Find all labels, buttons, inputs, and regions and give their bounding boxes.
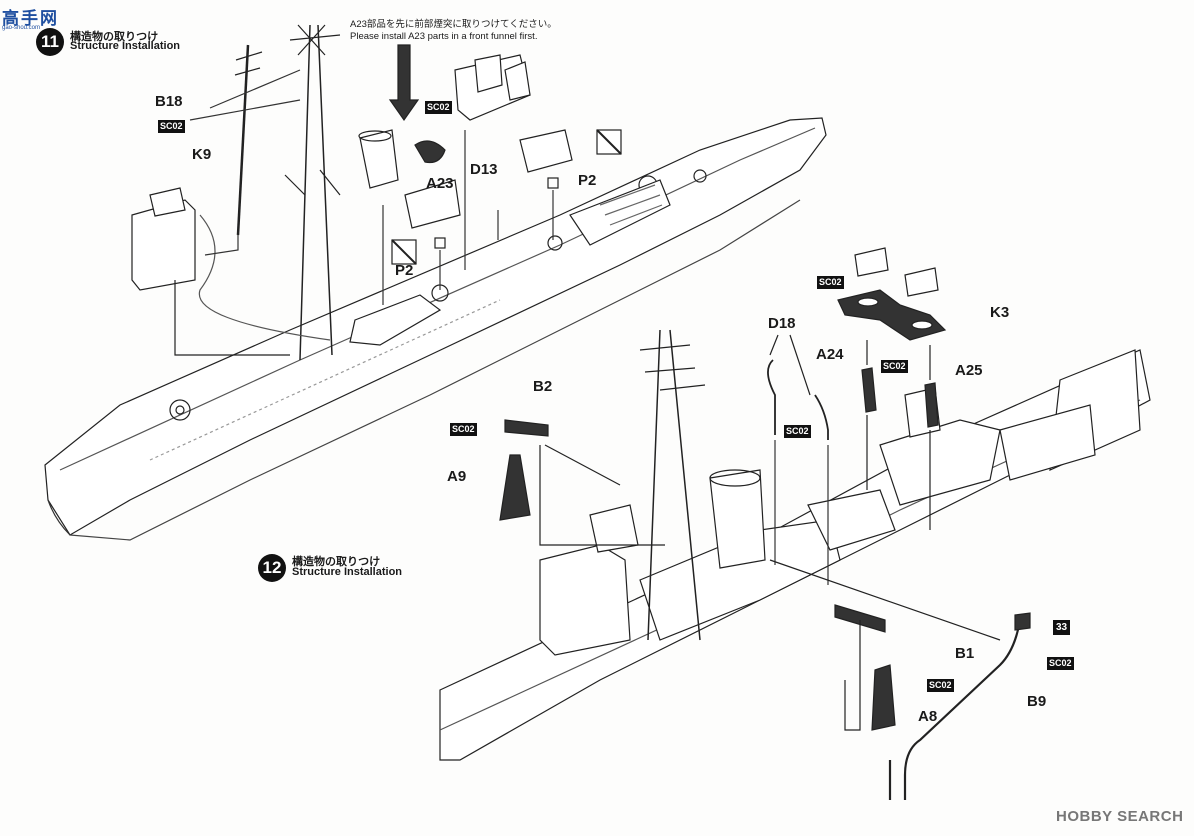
part-label-p2: P2	[578, 172, 597, 189]
watermark-url: gao-shou.com	[2, 25, 41, 31]
part-label-d13: D13	[470, 161, 498, 178]
part-label-b9: B9	[1027, 693, 1047, 710]
note-jp: A23部品を先に前部煙突に取りつけてください。	[350, 19, 557, 30]
part-label-b1: B1	[955, 645, 975, 662]
part-label-a24: A24	[816, 346, 844, 363]
no-mark-icons	[391, 129, 622, 265]
step11-masts	[234, 24, 341, 361]
part-label-b2: B2	[533, 378, 553, 395]
part-label-a23: A23	[426, 175, 454, 192]
part-label-d18: D18	[768, 315, 796, 332]
sc02-label: SC02	[425, 101, 452, 114]
decal-number-33: 33	[1053, 620, 1071, 635]
step11-funnel	[358, 129, 573, 249]
note-en: Please install A23 parts in a front funn…	[350, 31, 538, 42]
step11-bridge-block	[131, 187, 331, 356]
watermark-logo: 高手网	[2, 9, 59, 28]
k3-gun-mounts	[837, 247, 947, 341]
sc02-label: SC02	[1047, 657, 1074, 670]
sc02-label: SC02	[784, 425, 811, 438]
step11-title-en: Structure Installation	[70, 40, 181, 52]
part-label-k3: K3	[990, 304, 1010, 321]
part-label-a8: A8	[918, 708, 938, 725]
sc02-label: SC02	[450, 423, 477, 436]
sc02-label: SC02	[881, 360, 908, 373]
b1-a8-b9-parts	[769, 559, 1031, 800]
step12-tripod-mast	[639, 329, 706, 641]
step12-title-jp: 構造物の取りつけ	[292, 556, 381, 568]
sc02-label: SC02	[158, 120, 185, 133]
sc02-label: SC02	[927, 679, 954, 692]
part-label-a9: A9	[447, 468, 467, 485]
step11-title-jp: 構造物の取りつけ	[70, 31, 159, 43]
note-arrow	[388, 44, 420, 122]
d18-rails	[767, 334, 829, 585]
step11-guides	[189, 69, 554, 305]
part-label-a25: A25	[955, 362, 983, 379]
part-label-p2: P2	[395, 262, 414, 279]
step-number-11: 11	[36, 28, 64, 56]
b2-a9-parts	[499, 419, 665, 546]
part-label-b18: B18	[155, 93, 183, 110]
step11-superstructure	[349, 54, 671, 346]
a24-a25-parts	[861, 340, 939, 530]
watermark-hobbysearch: HOBBY SEARCH	[1056, 808, 1184, 825]
step12-title-en: Structure Installation	[292, 566, 403, 578]
step-number-12: 12	[258, 554, 286, 582]
sc02-label: SC02	[817, 276, 844, 289]
part-label-k9: K9	[192, 146, 212, 163]
step12-superstructure	[539, 387, 1001, 656]
